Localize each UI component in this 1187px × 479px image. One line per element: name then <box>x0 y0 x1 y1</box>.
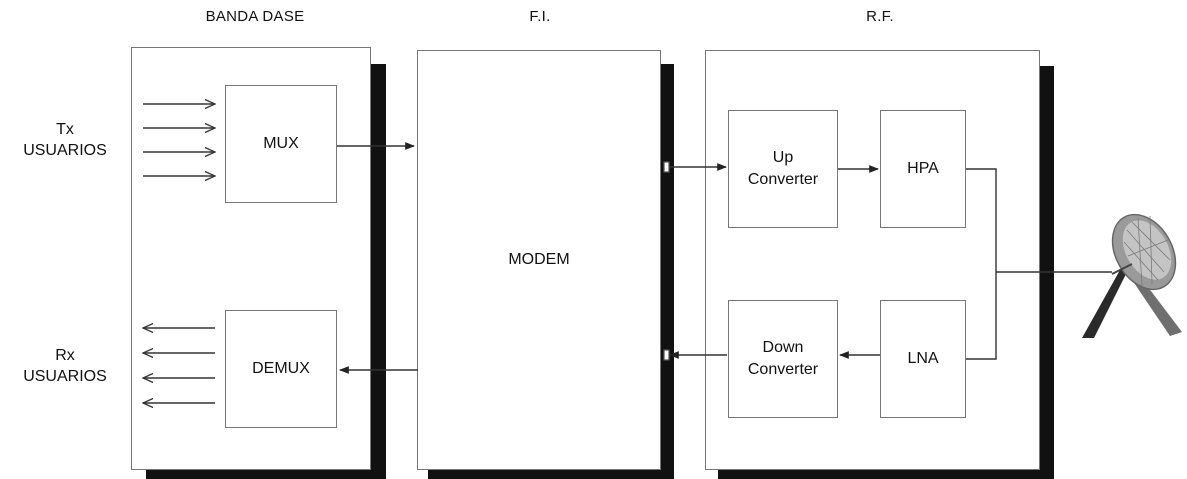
demux-block: DEMUX <box>225 310 337 428</box>
modem-block: MODEM <box>508 251 570 268</box>
rf-combiner-line <box>966 168 997 360</box>
baseband-header: BANDA DASE <box>205 8 305 25</box>
dish-feed-arm <box>1111 263 1133 275</box>
if-panel <box>417 50 661 470</box>
rx-label: Rx USUARIOS <box>10 345 120 387</box>
if-header: F.I. <box>529 8 551 25</box>
down-converter-label-line1: Down <box>762 339 804 356</box>
hpa-block: HPA <box>880 110 966 228</box>
tx-label-line1: Tx <box>56 121 74 138</box>
dish-mount-leg-front <box>1082 270 1128 338</box>
mux-block: MUX <box>225 85 337 203</box>
down-converter-block: Down Converter <box>728 300 838 418</box>
tx-connector-tick <box>663 161 670 173</box>
tx-label: Tx USUARIOS <box>10 119 120 161</box>
up-converter-label-line1: Up <box>772 149 794 166</box>
up-converter-label-line2: Converter <box>747 171 819 188</box>
rx-label-line2: USUARIOS <box>23 368 107 385</box>
tx-label-line2: USUARIOS <box>23 142 107 159</box>
up-converter-block: Up Converter <box>728 110 838 228</box>
lna-block: LNA <box>880 300 966 418</box>
rx-connector-tick <box>663 349 670 361</box>
dish-inner <box>1122 220 1172 280</box>
rx-label-line1: Rx <box>55 347 75 364</box>
satellite-dish-icon <box>1082 213 1182 338</box>
rf-header: R.F. <box>866 8 894 25</box>
down-converter-label-line2: Converter <box>747 361 819 378</box>
dish-mesh <box>1123 215 1171 287</box>
